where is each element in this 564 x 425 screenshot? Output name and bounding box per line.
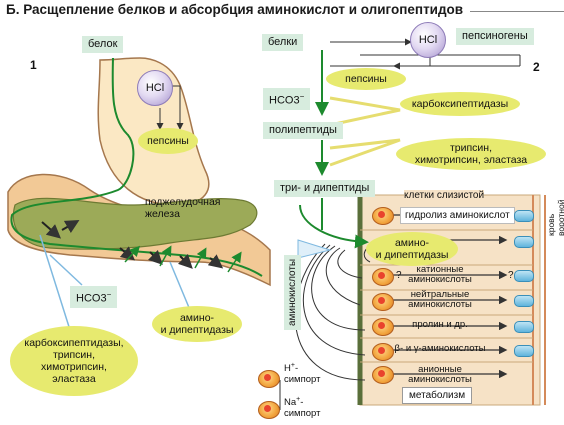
apical-transporter-2 xyxy=(372,268,394,286)
basolateral-transporter-6 xyxy=(514,345,534,357)
beta-gamma-label: β- и γ-аминокислоты xyxy=(394,343,486,354)
basolateral-transporter-4 xyxy=(514,295,534,307)
na-symport-label: Na+- симпорт xyxy=(284,396,321,420)
bicarbonate-label-1: HCO3− xyxy=(70,286,118,308)
bicarbonate-label-2: HCO3− xyxy=(263,88,311,110)
title-rule xyxy=(470,11,564,12)
hcl-bubble-1: HCl xyxy=(137,70,173,106)
hydrolysis-label: гидролиз аминокислот xyxy=(400,207,515,224)
page-title: Б. Расщепление белков и абсорбция аминок… xyxy=(6,2,464,17)
pancreas-label: поджелудочная железа xyxy=(145,196,221,220)
carboxypeptidases-ellipse: карбоксипептидазы xyxy=(400,92,520,116)
question-mark-2: ? xyxy=(508,270,514,281)
question-mark-1: ? xyxy=(396,270,402,281)
pancreatic-enzymes-ellipse: карбоксипептидазы, трипсин, химотрипсин,… xyxy=(10,326,138,396)
amino-dipeptidases-ellipse-2: амино- и дипептидазы xyxy=(366,232,458,266)
apical-transporter-6 xyxy=(372,366,394,384)
metabolism-label: метаболизм xyxy=(402,387,473,404)
h-symport-icon xyxy=(258,370,280,388)
panel-1-number: 1 xyxy=(30,58,37,72)
pepsinogens-label: пепсиногены xyxy=(456,28,534,45)
basolateral-transporter-1 xyxy=(514,210,534,222)
cationic-label: катионные аминокислоты xyxy=(408,264,472,285)
polypeptides-label: полипептиды xyxy=(263,122,343,139)
basolateral-transporter-3 xyxy=(514,270,534,282)
trypsin-ellipse: трипсин, химотрипсин, эластаза xyxy=(396,138,546,170)
apical-transporter-1 xyxy=(372,207,394,225)
pepsins-ellipse-2: пепсины xyxy=(326,68,406,90)
protein-label: белок xyxy=(82,36,124,53)
apical-transporter-5 xyxy=(372,343,394,361)
amino-dipeptidases-ellipse-1: амино- и дипептидазы xyxy=(152,306,242,342)
anionic-label: анионные аминокислоты xyxy=(408,364,472,385)
proline-label: пролин и др. xyxy=(412,319,468,330)
panel-2-number: 2 xyxy=(533,60,540,74)
pancreas-shape xyxy=(12,197,258,250)
pepsins-ellipse-1: пепсины xyxy=(138,128,198,154)
proteins-label: белки xyxy=(262,34,304,51)
apical-transporter-3 xyxy=(372,293,394,311)
neutral-label: нейтральные аминокислоты xyxy=(408,289,472,310)
portal-vein-label: кровь воротной вены xyxy=(546,199,564,236)
na-symport-icon xyxy=(258,401,280,419)
basolateral-transporter-2 xyxy=(514,236,534,248)
apical-transporter-4 xyxy=(372,318,394,336)
mucosa-cells-label: клетки слизистой xyxy=(404,190,485,201)
h-symport-label: H+- симпорт xyxy=(284,362,321,386)
basolateral-transporter-5 xyxy=(514,321,534,333)
tri-dipeptides-label: три- и дипептиды xyxy=(274,180,376,197)
amino-acids-label: аминокислоты xyxy=(284,254,301,330)
hcl-bubble-2: HCl xyxy=(410,22,446,58)
